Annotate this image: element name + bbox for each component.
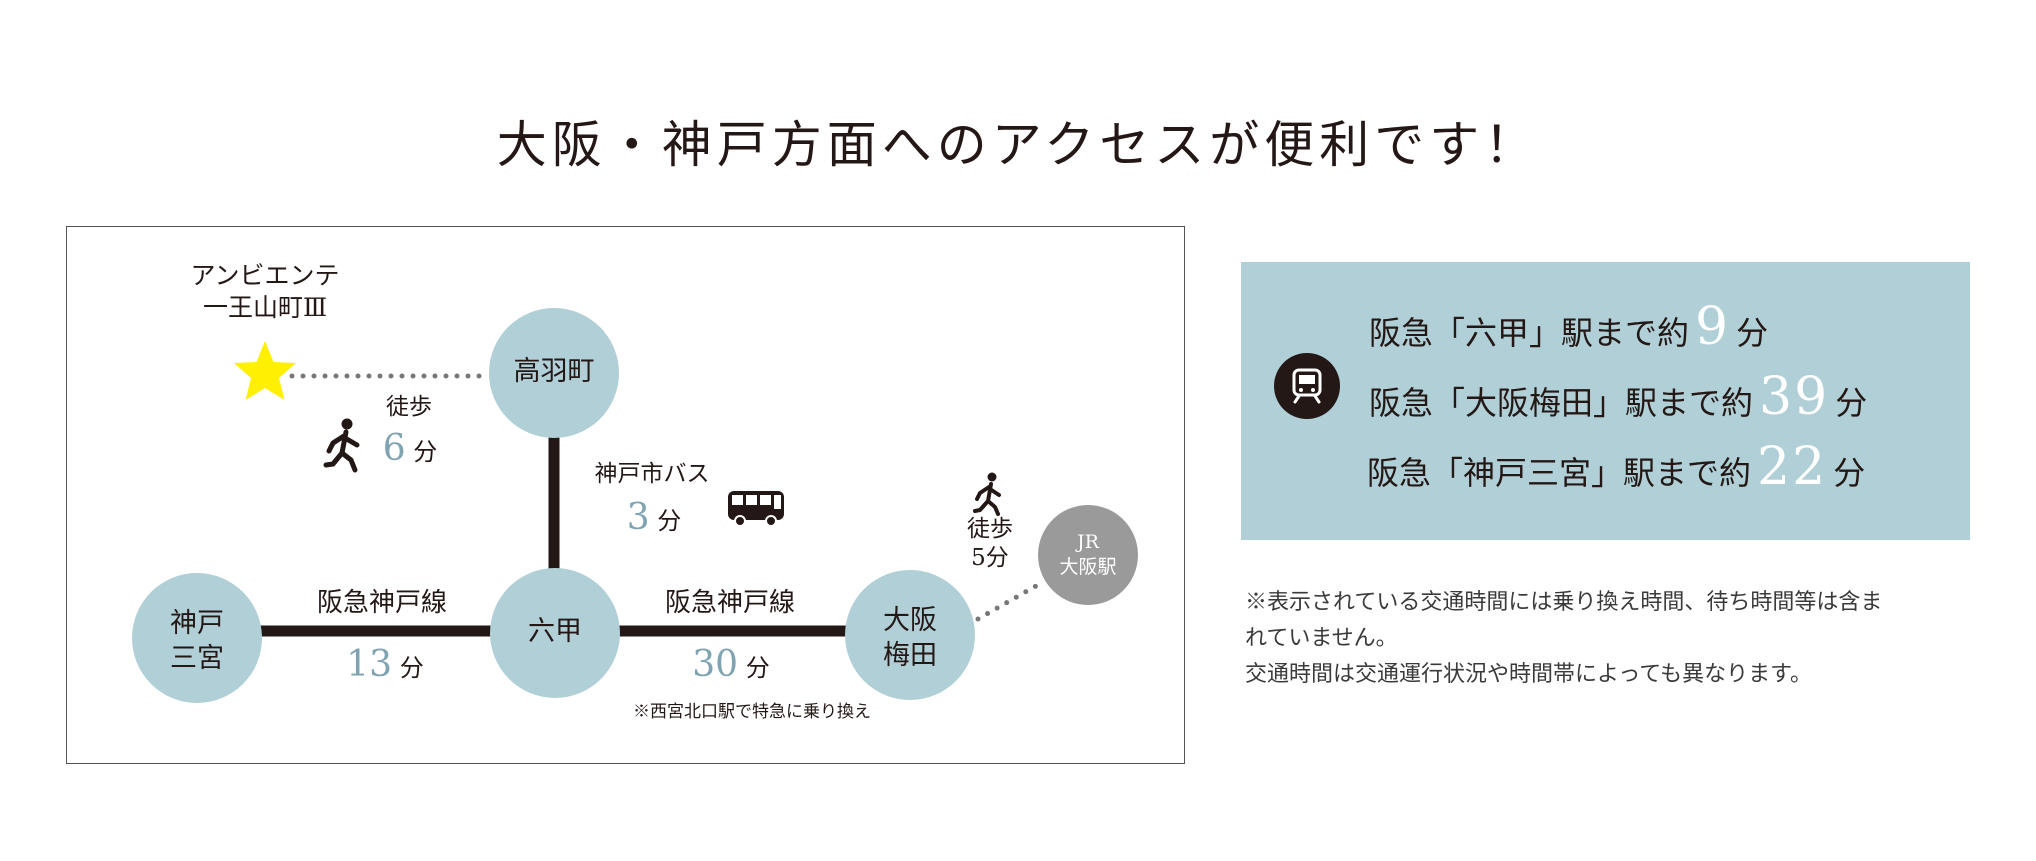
west-line-minutes: 13 分 — [325, 642, 445, 688]
station-sannomiya-circle — [132, 573, 262, 703]
page-title: 大阪・神戸方面へのアクセスが便利です！ — [496, 116, 1540, 174]
station-jr-osaka-label-line1: JR — [1077, 531, 1099, 553]
bus-minutes-value: 3 — [626, 497, 650, 538]
west-line-minutes-unit: 分 — [399, 654, 424, 682]
station-takabacho-circle — [489, 308, 619, 438]
walk-label: 徒歩 — [386, 394, 432, 420]
route-map: アンビエンテ 一王山町Ⅲ 徒歩 6 分 高羽町 六甲 神戸 三宮 大阪 梅田 J… — [66, 226, 1185, 764]
route-map-graphics — [132, 308, 1138, 703]
station-jr-osaka-label: JR 大阪駅 — [1038, 530, 1138, 579]
station-sannomiya-label-line1: 神戸 — [170, 608, 224, 639]
walk-jr-minutes: 5分 — [971, 545, 1009, 572]
walk-minutes-value: 6 — [382, 428, 406, 469]
access-row-umeda-minutes: 39 — [1759, 367, 1830, 427]
bus-icon — [728, 491, 784, 527]
train-icon — [1274, 353, 1340, 419]
station-umeda-circle — [845, 570, 975, 700]
property-name-line1: アンビエンテ — [190, 261, 340, 290]
station-jr-osaka-label-line2: 大阪駅 — [1059, 555, 1117, 578]
walk-path-to-jr — [975, 579, 1046, 622]
walk-minutes: 6 分 — [365, 426, 455, 472]
east-line-minutes-unit: 分 — [745, 654, 770, 682]
station-umeda-label-line1: 大阪 — [883, 605, 937, 636]
station-jr-osaka-circle — [1038, 505, 1138, 605]
property-name-line2: 一王山町Ⅲ — [202, 293, 328, 322]
walking-person-icon-jr — [973, 472, 1001, 516]
footnote-line2: れていません。 — [1245, 626, 1398, 651]
station-rokko-circle — [490, 568, 620, 698]
station-umeda-label: 大阪 梅田 — [850, 604, 970, 673]
footnote: ※表示されている交通時間には乗り換え時間、待ち時間等は含ま れていません。 交通… — [1245, 585, 1965, 693]
east-line-minutes: 30 分 — [671, 642, 791, 688]
access-row-rokko-minutes: 9 — [1695, 297, 1731, 357]
transfer-note: ※西宮北口駅で特急に乗り換え — [633, 702, 871, 722]
property-name: アンビエンテ 一王山町Ⅲ — [165, 260, 365, 324]
access-row-umeda-unit: 分 — [1835, 384, 1868, 422]
access-row-rokko-prefix: 阪急「六甲」駅まで約 — [1369, 314, 1690, 352]
footnote-line1: ※表示されている交通時間には乗り換え時間、待ち時間等は含ま — [1245, 590, 1883, 615]
access-row-sannomiya-prefix: 阪急「神戸三宮」駅まで約 — [1367, 454, 1752, 492]
bus-label: 神戸市バス — [594, 461, 710, 487]
station-umeda-label-line2: 梅田 — [883, 639, 937, 671]
walking-person-icon — [323, 418, 360, 473]
footnote-line3: 交通時間は交通運行状況や時間帯によっても異なります。 — [1245, 662, 1812, 687]
access-row-umeda-prefix: 阪急「大阪梅田」駅まで約 — [1369, 384, 1754, 422]
west-line-label: 阪急神戸線 — [316, 588, 447, 618]
access-row-sannomiya-minutes: 22 — [1757, 437, 1828, 497]
station-takabacho-label: 高羽町 — [513, 356, 595, 387]
bus-minutes: 3 分 — [609, 495, 699, 541]
west-line-minutes-value: 13 — [346, 644, 393, 685]
walk-minutes-unit: 分 — [413, 438, 438, 466]
access-row-sannomiya-unit: 分 — [1833, 454, 1866, 492]
access-row-rokko-unit: 分 — [1736, 314, 1769, 352]
east-line-minutes-value: 30 — [692, 644, 739, 685]
walk-jr-label: 徒歩 5分 — [955, 515, 1025, 574]
bus-minutes-unit: 分 — [657, 507, 682, 535]
east-line-label: 阪急神戸線 — [664, 588, 795, 618]
station-sannomiya-label-line2: 三宮 — [170, 642, 224, 674]
walk-jr-label-text: 徒歩 — [967, 516, 1013, 542]
star-icon — [234, 341, 296, 400]
station-sannomiya-label: 神戸 三宮 — [137, 607, 257, 676]
station-rokko-label: 六甲 — [528, 616, 582, 647]
